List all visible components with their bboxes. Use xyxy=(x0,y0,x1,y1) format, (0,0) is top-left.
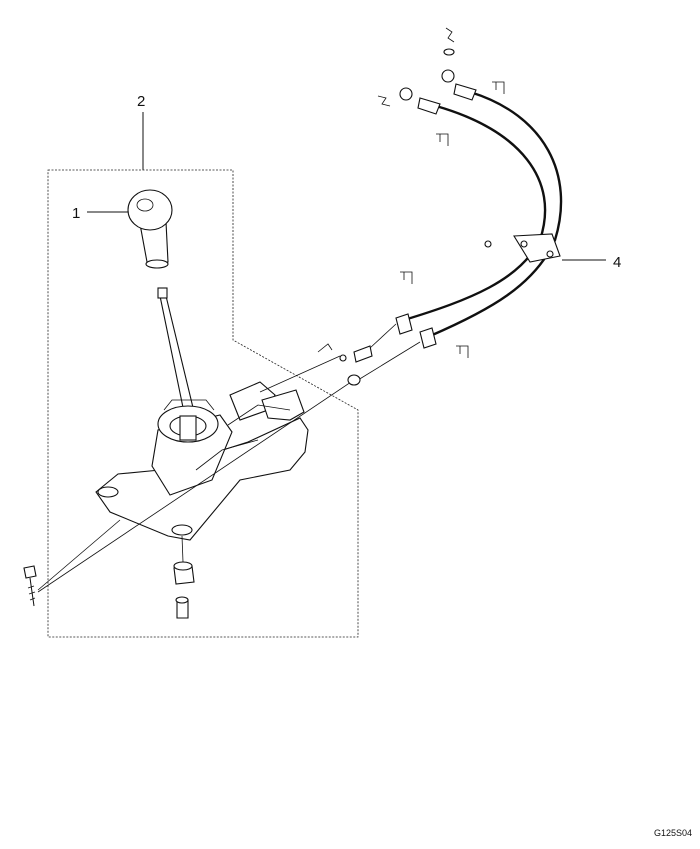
shift-cable-assembly xyxy=(317,27,563,386)
callout-1-group: 1 xyxy=(72,205,128,222)
callout-2-label: 2 xyxy=(137,93,145,110)
callout-4-label: 4 xyxy=(613,254,621,271)
shifter-base xyxy=(95,381,309,541)
leader-base-to-cable-b xyxy=(259,355,341,393)
callout-1-label: 1 xyxy=(72,205,80,222)
bushing xyxy=(173,535,195,619)
callout-4-group: 4 xyxy=(562,254,621,271)
leader-base-to-cable-a xyxy=(37,379,355,593)
shift-knob xyxy=(127,189,173,269)
bolt-leader xyxy=(37,519,121,591)
assembly-boundary xyxy=(47,169,359,638)
mounting-bolt xyxy=(23,519,121,607)
figure-code: G125S04 xyxy=(654,828,692,838)
callout-2-group: 2 xyxy=(47,93,359,638)
shift-lever xyxy=(157,287,197,423)
